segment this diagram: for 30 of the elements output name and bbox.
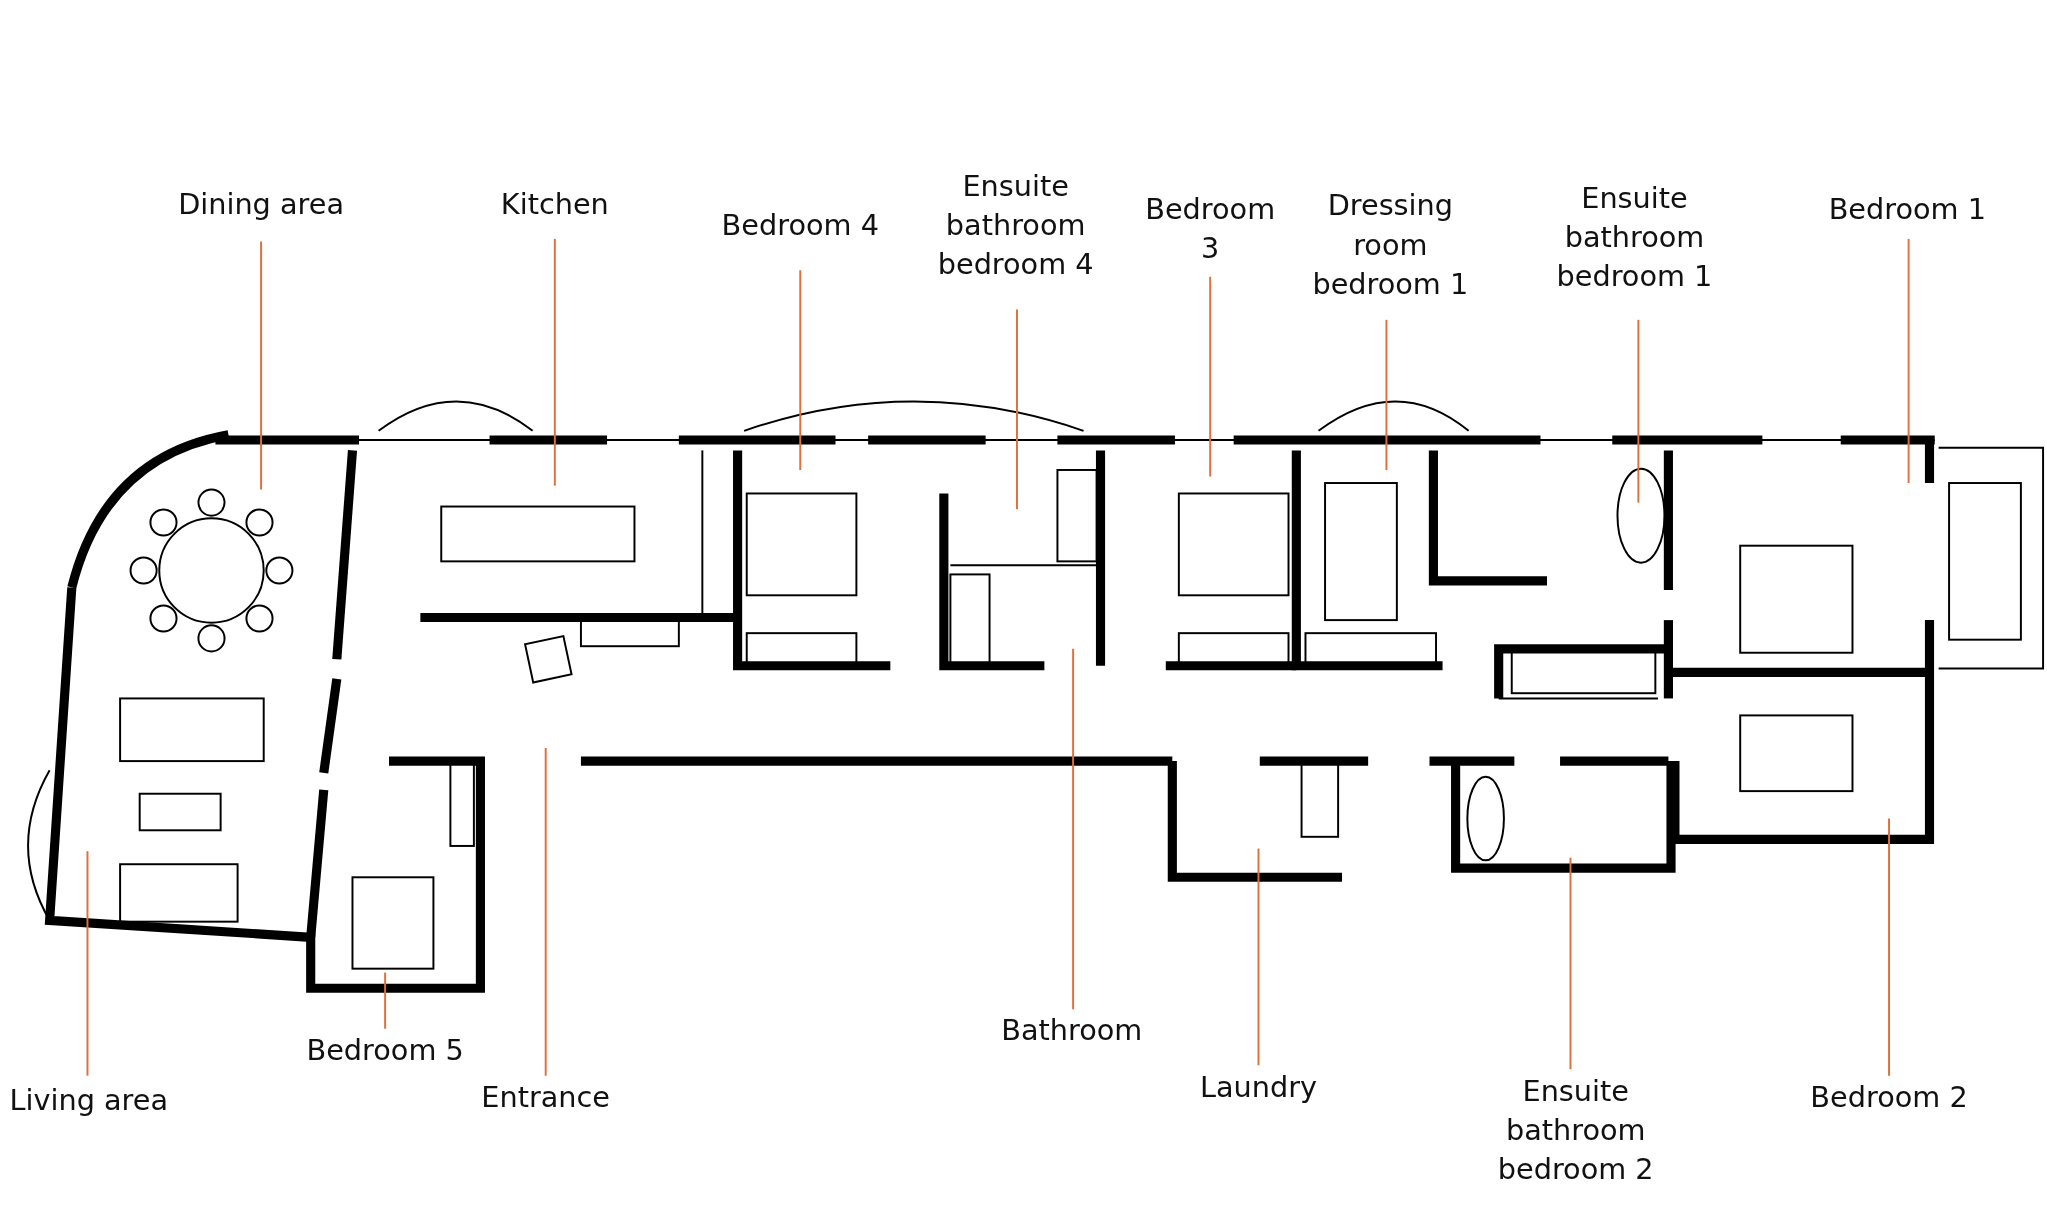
room-label: Living area: [0, 1080, 194, 1121]
leader-line: [1257, 847, 1260, 1067]
leader-line: [544, 747, 547, 1077]
room-label: Entrance: [447, 1078, 644, 1118]
leader-line: [1016, 308, 1018, 511]
leader-line: [1385, 318, 1388, 471]
room-label: Laundry: [1160, 1067, 1357, 1108]
room-label: Kitchen: [456, 185, 653, 225]
room-label: Bedroom 3: [1144, 190, 1276, 269]
leader-line: [799, 269, 802, 471]
leader-line: [384, 971, 387, 1030]
leader-line: [1072, 647, 1075, 1011]
room-label: Bedroom 1: [1796, 190, 2019, 230]
leader-line: [1569, 856, 1572, 1071]
room-label: Dining area: [130, 185, 392, 225]
room-label: Ensuite bathroom bedroom 4: [917, 167, 1114, 285]
room-label: Bedroom 4: [689, 206, 912, 246]
room-label: Bathroom: [973, 1011, 1170, 1051]
leader-line: [86, 850, 89, 1077]
leader-line: [1209, 275, 1212, 478]
leader-line: [1637, 318, 1640, 504]
leader-line: [553, 237, 556, 487]
room-label: Ensuite bathroom bedroom 2: [1477, 1071, 1674, 1190]
leader-line: [1888, 817, 1890, 1077]
room-label: Ensuite bathroom bedroom 1: [1536, 178, 1733, 297]
leader-line: [260, 240, 263, 491]
room-label: Bedroom 5: [274, 1031, 497, 1071]
room-label: Dressing room bedroom 1: [1292, 186, 1489, 305]
room-label: Bedroom 2: [1778, 1078, 2000, 1118]
leader-line: [1907, 237, 1910, 484]
